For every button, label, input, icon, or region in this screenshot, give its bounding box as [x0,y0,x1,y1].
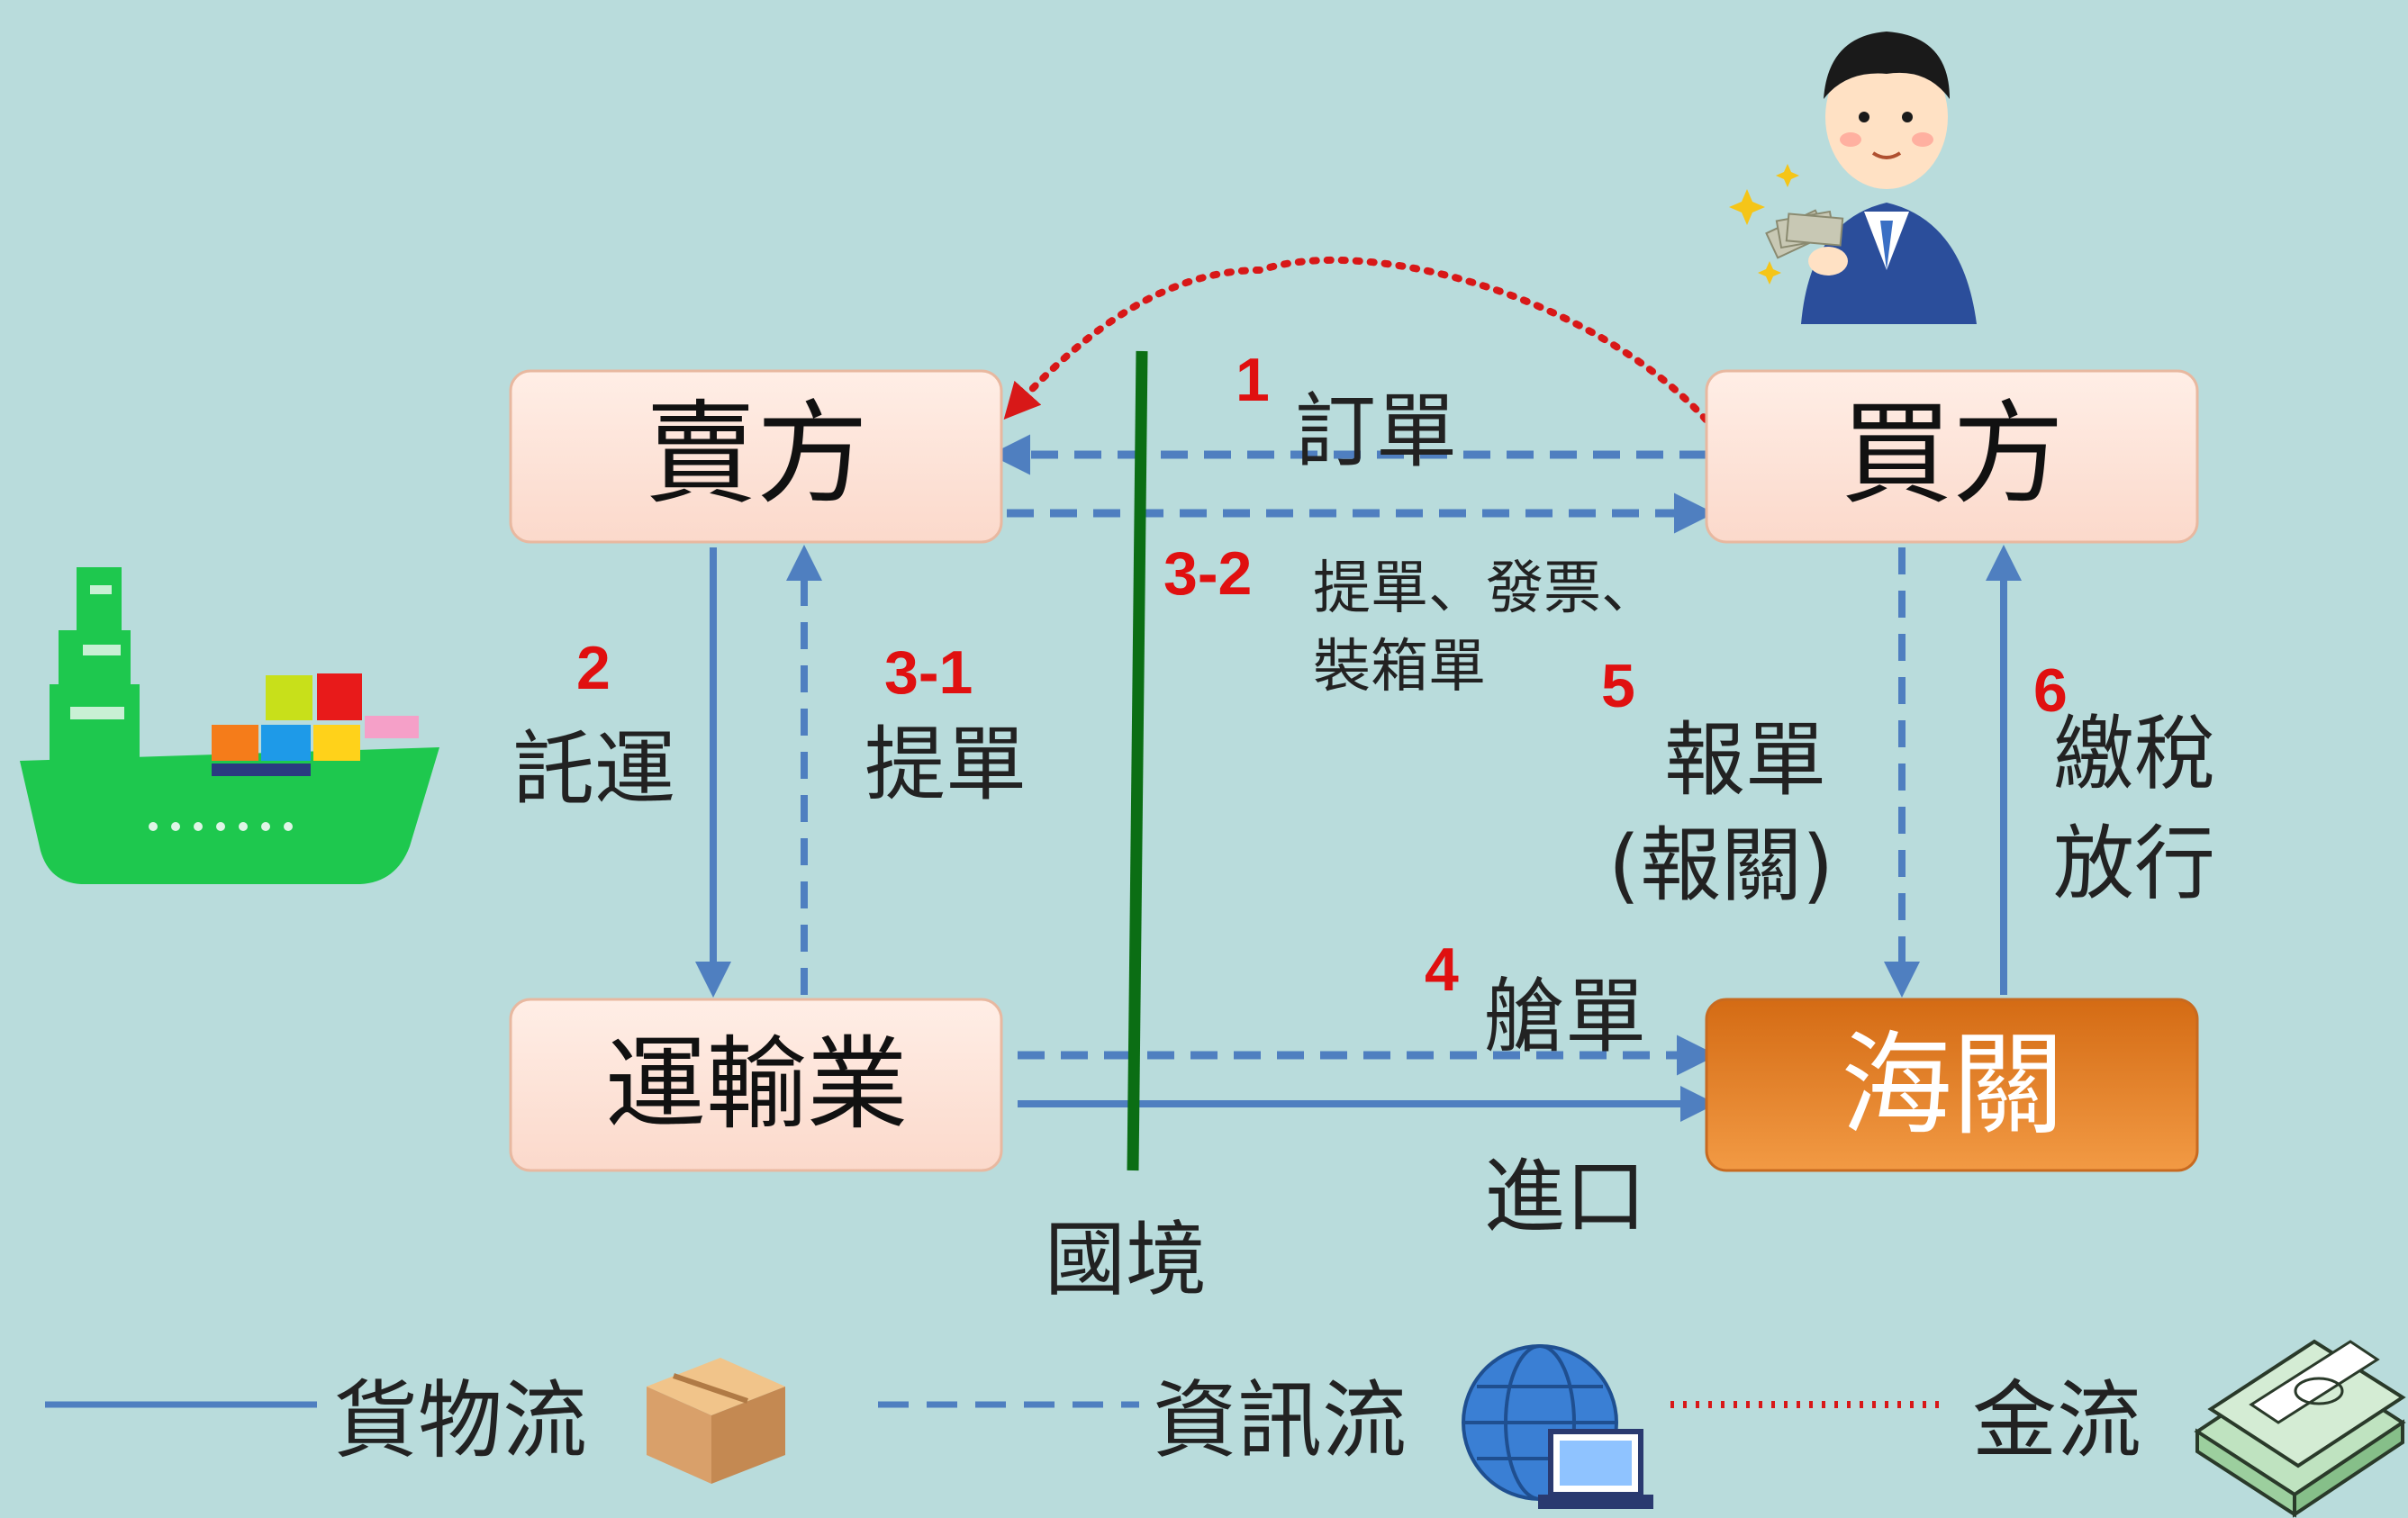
step-5-number: 5 [1601,652,1635,720]
buyer-box: 買方 [1705,369,2199,544]
step-6-label-line1: 繳稅 [2053,707,2215,801]
step-3-1-number: 3-1 [884,638,973,707]
step-3-2-label-line2: 裝箱單 [1313,634,1486,700]
globe-computer-icon [1462,1344,1653,1509]
legend-goods-label: 貨物流 [333,1372,587,1470]
businessman-icon [1729,32,1977,324]
seller-label: 賣方 [645,390,868,520]
customs-label: 海關 [1841,1021,2064,1151]
border-line [1127,350,1148,1171]
step-1-number: 1 [1236,346,1270,414]
border-label: 國境 [1045,1213,1207,1307]
step-2-number: 2 [576,634,611,702]
buyer-label: 買方 [1841,390,2064,520]
step-5-label-line2: (報關) [1608,818,1833,913]
step-6-number: 6 [2033,656,2068,725]
legend-money-label: 金流 [1972,1372,2141,1470]
step-1-label: 訂單 [1295,384,1457,479]
money-stack-icon [2194,1339,2406,1518]
step-4-label: 艙單 [1484,970,1646,1064]
carrier-box: 運輸業 [509,998,1003,1172]
step-3-2-label-line1: 提單、發票、 [1313,556,1659,622]
step-2-label: 託運 [513,722,675,817]
import-label: 進口 [1484,1150,1646,1244]
step-3-2-number: 3-2 [1163,539,1252,608]
step-5-label-line1: 報單 [1664,713,1826,808]
step-3-1-label: 提單 [865,718,1027,812]
customs-box: 海關 [1705,998,2199,1172]
step-6-label-line2: 放行 [2053,817,2215,911]
step-4-number: 4 [1425,935,1459,1004]
money-flow-arrow [1003,256,1719,434]
box-icon [647,1358,785,1484]
carrier-label: 運輸業 [605,1026,908,1143]
ship-icon [20,567,439,884]
legend-info-label: 資訊流 [1153,1372,1407,1470]
seller-box: 賣方 [509,369,1003,544]
